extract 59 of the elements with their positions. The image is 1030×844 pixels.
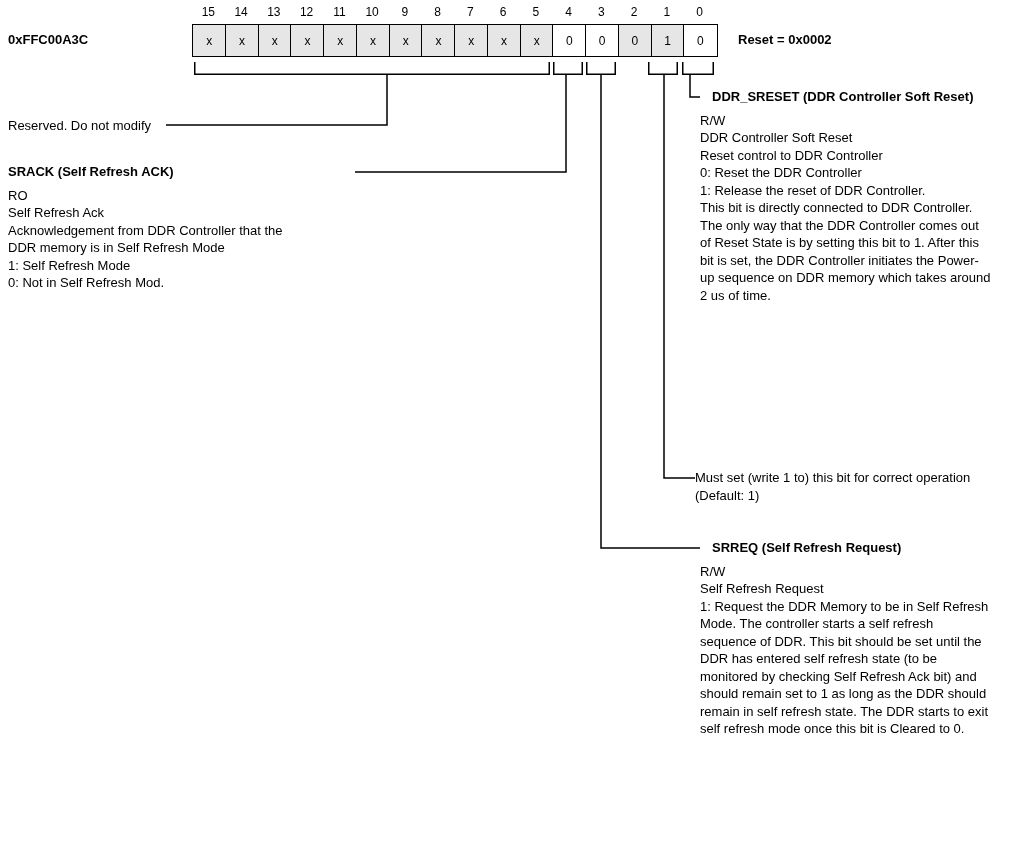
note-text: Must set (write 1 to) this bit for correct operation (Default: 1) xyxy=(695,469,972,504)
field-description: DDR Controller Soft Reset xyxy=(700,129,854,147)
field-description: 0: Reset the DDR Controller xyxy=(700,164,863,182)
bit-number: 7 xyxy=(466,5,475,19)
bit-number: 10 xyxy=(364,5,380,19)
bit-cell: 0 xyxy=(683,24,718,57)
bit-cell: 0 xyxy=(552,24,587,57)
bracket xyxy=(682,62,714,75)
bit-cell: 1 xyxy=(650,24,685,57)
bit-number: 6 xyxy=(498,5,508,19)
bit-cell: x xyxy=(290,24,325,57)
bit-number: 12 xyxy=(298,5,315,19)
field-description: Acknowledgement from DDR Controller that the DDR memory is in Self Refresh Mode xyxy=(8,221,284,257)
bit-number: 4 xyxy=(564,5,573,19)
bit-cell: x xyxy=(323,24,358,57)
bit-number: 0 xyxy=(695,5,704,19)
leader-line xyxy=(663,74,696,479)
bit-number: 8 xyxy=(433,5,442,19)
reset-value: Reset = 0x0002 xyxy=(738,32,832,48)
field-description: Self Refresh Request xyxy=(700,580,825,598)
bit-number: 3 xyxy=(597,5,606,19)
field-description: R/W xyxy=(700,562,727,580)
bit-cell: x xyxy=(257,24,292,57)
leader-line xyxy=(165,74,388,126)
leader-line xyxy=(600,74,701,549)
field-description: Reset control to DDR Controller xyxy=(700,146,884,164)
bit-cell: x xyxy=(454,24,489,57)
note-text: Reserved. Do not modify xyxy=(8,117,153,135)
bit-number: 15 xyxy=(200,5,217,19)
bit-cell: 0 xyxy=(585,24,620,57)
field-description: 1: Request the DDR Memory to be in Self Refresh Mode. The controller starts a self refresh sequence of DDR. This bit should be set until the DDR has entered self refresh state (to be monitored by checking Self Refresh Ack bit) and should remain set to 1 as long as the DDR should remain in self refresh state. The DDR starts to exit self refresh mode once this bit is Cleared to 0. xyxy=(700,597,990,738)
field-heading: SRACK (Self Refresh ACK) xyxy=(8,163,175,181)
bracket xyxy=(194,62,550,75)
field-description: 1: Release the reset of DDR Controller. xyxy=(700,181,927,199)
field-heading: DDR_SRESET (DDR Controller Soft Reset) xyxy=(711,88,975,106)
bit-number: 11 xyxy=(332,5,347,19)
bit-cell: x xyxy=(192,24,227,57)
field-description: 0: Not in Self Refresh Mod. xyxy=(8,274,166,292)
leader-line xyxy=(354,74,567,173)
field-heading: SRREQ (Self Refresh Request) xyxy=(711,539,903,557)
field-description: RO xyxy=(8,186,29,204)
bit-number: 14 xyxy=(233,5,249,19)
bit-cell: x xyxy=(388,24,423,57)
bit-number: 2 xyxy=(629,5,639,19)
bracket xyxy=(648,62,678,75)
field-description: This bit is directly connected to DDR Controller. The only way that the DDR Controller comes out of Reset State is by setting this bit to 1. After this bit is set, the DDR Controller initiates the Power-up sequence on DDR memory which takes around 2 us of time. xyxy=(700,199,992,304)
bit-number: 1 xyxy=(662,5,672,19)
bracket xyxy=(553,62,583,75)
field-description: R/W xyxy=(700,111,727,129)
leader-line xyxy=(689,74,701,98)
bit-cell: x xyxy=(519,24,554,57)
bit-cell: x xyxy=(421,24,456,57)
field-description: 1: Self Refresh Mode xyxy=(8,256,132,274)
field-description: Self Refresh Ack xyxy=(8,204,106,222)
bit-number: 5 xyxy=(531,5,541,19)
bit-number: 9 xyxy=(400,5,410,19)
bracket xyxy=(586,62,616,75)
bit-number: 13 xyxy=(266,5,282,19)
register-address: 0xFFC00A3C xyxy=(8,32,89,48)
